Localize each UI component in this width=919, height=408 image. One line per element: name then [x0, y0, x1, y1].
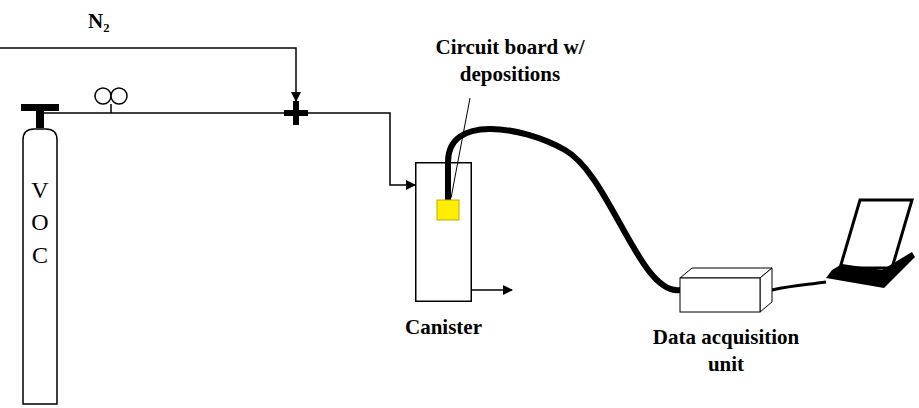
canister-box-outline	[415, 162, 472, 302]
circuit-board	[437, 200, 459, 220]
cylinder-outline	[23, 129, 57, 404]
n2-line	[0, 48, 296, 101]
daq-front	[680, 278, 760, 312]
daq-side	[760, 268, 772, 312]
gas-line	[40, 113, 415, 185]
cable	[445, 163, 451, 205]
cable	[772, 282, 826, 290]
cylinder-label: V O C	[28, 174, 52, 271]
gauge-stem	[110, 104, 112, 113]
daq-unit-outline	[680, 268, 772, 312]
gas-label: N₂	[88, 8, 148, 35]
board-label: Circuit board w/ depositions	[415, 34, 605, 89]
node-label: Canister	[405, 314, 482, 341]
gas-cylinder: V O C	[22, 128, 58, 405]
cable-connector	[448, 129, 680, 290]
outlet-arrow	[472, 289, 512, 291]
daq-top	[680, 268, 772, 278]
canister-box: Canister	[415, 162, 472, 302]
valve-handle	[21, 104, 59, 111]
laptop	[826, 200, 915, 288]
canister-outline	[416, 163, 472, 302]
gauge	[111, 88, 127, 104]
gauge	[95, 88, 111, 104]
daq-unit: Data acquisition unit	[680, 268, 772, 312]
node-label: Data acquisition unit	[641, 324, 811, 379]
